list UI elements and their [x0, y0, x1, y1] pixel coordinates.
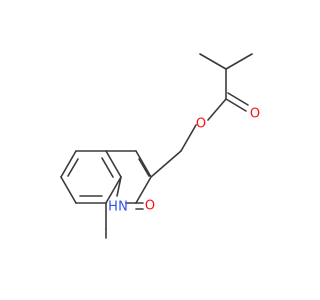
bond-c5-c6-inner	[67, 158, 79, 177]
bond-o-cester	[207, 98, 227, 121]
atom-labels: O O O H N	[108, 107, 260, 215]
bond-c3-ch2	[150, 150, 182, 178]
bond-c4-c3	[135, 150, 152, 178]
bond-c3-c2	[135, 176, 152, 204]
bond-cester-o-a	[225, 98, 247, 112]
bond-n1-c8a	[116, 176, 122, 197]
nitrogen-h-label: H	[108, 200, 118, 215]
nitrogen-n-label: N	[118, 200, 128, 215]
bond-c6-c7	[60, 176, 77, 204]
oxygen-ester-label: O	[196, 117, 206, 132]
bond-c8a-c4a-inner	[101, 157, 114, 178]
oxygen-lactam-label: O	[145, 199, 155, 214]
bond-ch-me1	[199, 53, 227, 70]
oxygen-carbonyl-ester-label: O	[250, 107, 260, 122]
bond-c8-c8a	[105, 176, 122, 204]
molecule-structure-drawing: O O O H N	[60, 53, 260, 239]
bond-ch-me2	[225, 53, 253, 70]
bond-c8a-c4a	[105, 150, 122, 178]
bond-ch2-o	[180, 124, 197, 152]
bonds	[60, 53, 253, 239]
bond-c5-c6	[60, 150, 77, 178]
bond-c4-c3-inner	[138, 158, 150, 177]
bond-cester-o-b	[227, 92, 249, 106]
